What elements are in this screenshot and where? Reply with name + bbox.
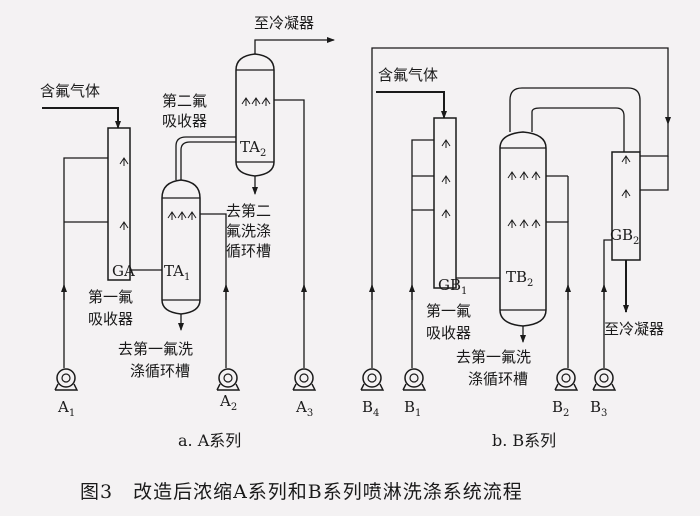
figure-caption: 图3 改造后浓缩A系列和B系列喷淋洗涤系统流程 [80,481,523,503]
first-absorber-b-line2: 吸收器 [426,324,471,342]
pump-b4-icon [360,368,384,391]
to-second-wash-line3: 循环槽 [226,242,271,260]
gas-inlet-b [376,91,447,119]
ga-column [107,127,131,281]
pump-a1-icon [54,368,78,391]
to-condenser-b: 至冷凝器 [604,320,664,338]
to-condenser-a: 至冷凝器 [254,14,314,32]
first-absorber-b-line1: 第一氟 [426,302,471,320]
b4-loop [371,47,671,368]
second-absorber-line1: 第二氟 [162,92,207,110]
ta2-vessel [235,53,275,195]
pump-b2-icon [554,368,578,391]
ta2-label: TA2 [240,138,266,159]
pump-b3-label: B3 [590,398,607,419]
fluorine-gas-b: 含氟气体 [378,66,438,84]
ta1-label: TA1 [164,262,190,283]
first-absorber-a-line1: 第一氟 [88,288,133,306]
pump-a3-label: A3 [295,398,313,419]
pump-a2-label: A2 [219,392,237,413]
pump-b4-label: B4 [362,398,379,419]
pump-a3-icon [292,368,316,391]
spray-lines-b [409,139,612,368]
pump-a2-icon [216,368,240,391]
caption-b: b. B系列 [492,431,556,450]
spray-lines-a [61,99,307,368]
first-absorber-a-line2: 吸收器 [88,310,133,328]
to-first-wash-b-line1: 去第一氟洗 [456,348,531,366]
pump-b1-label: B1 [404,398,421,419]
gb1-column [433,117,457,289]
gas-inlet-a [42,107,121,129]
pump-b2-label: B2 [552,398,569,419]
to-first-wash-a-line2: 涤循环槽 [130,362,190,380]
to-first-wash-b-line2: 涤循环槽 [468,370,528,388]
ga-label: GA [112,262,135,280]
to-second-wash-line2: 氟洗涤 [226,222,271,240]
to-first-wash-a-line1: 去第一氟洗 [118,340,193,358]
gb2-label: GB2 [610,226,639,247]
ta1-ta2-pipe [180,141,236,180]
caption-a: a. A系列 [178,431,241,450]
to-second-wash-line1: 去第二 [226,202,271,220]
ta1-vessel [161,179,201,331]
tb2-vessel [499,131,547,343]
pump-b1-icon [402,368,426,391]
gb1-label: GB1 [438,276,467,297]
tb2-label: TB2 [506,268,533,289]
pump-a1-label: A1 [57,398,75,419]
fluorine-gas-a: 含氟气体 [40,82,100,100]
second-absorber-line2: 吸收器 [162,112,207,130]
pump-b3-icon [592,368,616,391]
ta2-to-condenser [254,37,335,54]
